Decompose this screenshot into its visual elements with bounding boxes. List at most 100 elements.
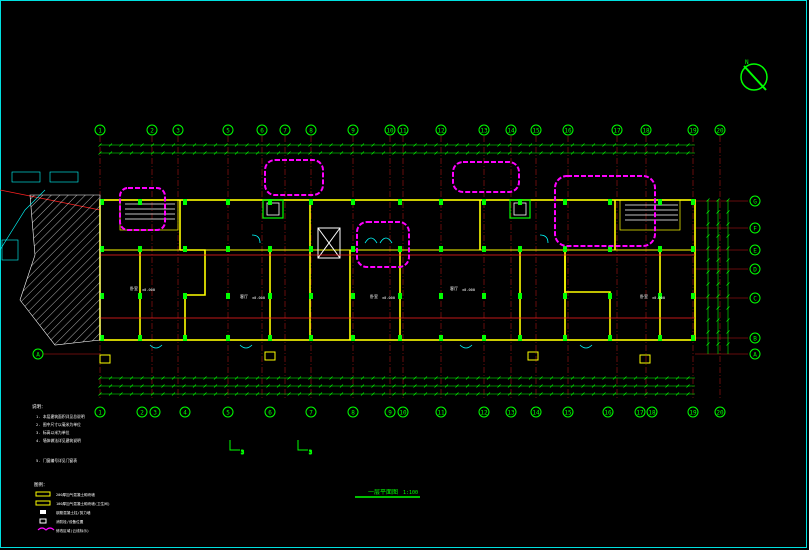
dimension-lines [98, 143, 730, 396]
axis-bubble-label: 3 [176, 128, 180, 135]
structural-columns [100, 199, 695, 341]
axis-bubble-label: 10 [399, 410, 407, 417]
axis-bubble-label: 18 [642, 128, 650, 135]
axis-bubble-label: 12 [480, 410, 488, 417]
axis-bubble-label: F [753, 226, 757, 233]
axis-bubble-label: 5 [226, 410, 230, 417]
axis-bubble-label: 14 [507, 128, 515, 135]
room-name: 卧室 [370, 293, 378, 299]
legend-label: 100厚加气混凝土砌块墙(卫生间) [56, 501, 110, 506]
axis-bubble-label: A [753, 352, 757, 359]
axis-bubble-label: 15 [532, 128, 540, 135]
legend-label: 200厚加气混凝土砌块墙 [56, 492, 95, 497]
room-elevation: ±0.000 [382, 296, 395, 300]
axis-bubble-label: 6 [260, 128, 264, 135]
axis-bubble-label: 18 [648, 410, 656, 417]
legend-swatch [40, 510, 46, 514]
elevator-left [262, 199, 284, 219]
north-arrow-icon: N [740, 59, 768, 91]
room-name: 客厅 [450, 285, 458, 291]
axis-bubble-label: 1 [98, 410, 102, 417]
axis-bubble-label: 11 [399, 128, 407, 135]
axis-bubble-label: 9 [351, 128, 355, 135]
axis-bubble-label: 19 [689, 128, 697, 135]
axis-bubble-label: 14 [532, 410, 540, 417]
axis-bubble-label: 5 [226, 128, 230, 135]
axis-bubble-label: 1 [98, 128, 102, 135]
grid-axis-right: G F E D C B A A [32, 195, 761, 360]
axis-bubble-label: 9 [388, 410, 392, 417]
legend-heading: 图例： [34, 481, 48, 488]
axis-bubble-label: C [753, 296, 757, 303]
room-elevation: ±0.000 [252, 296, 265, 300]
drawing-title: 一层平面图 [368, 489, 398, 496]
general-notes: 说明： 1. 本层建筑面积详见总说明 2. 图中尺寸以毫米为单位 3. 标高以米… [32, 403, 85, 463]
axis-bubble-label: 2 [150, 128, 154, 135]
axis-bubble-label: 2 [140, 410, 144, 417]
balcony-markers [99, 351, 651, 364]
legend: 图例： 200厚加气混凝土砌块墙 100厚加气混凝土砌块墙(卫生间) 钢筋混凝土… [34, 481, 110, 533]
drawing-title-block: 一层平面图 1:100 [355, 489, 420, 498]
axis-bubble-label: 7 [283, 128, 287, 135]
shaft-center [317, 227, 341, 259]
axis-bubble-label: 8 [351, 410, 355, 417]
axis-bubble-label: 3 [153, 410, 157, 417]
revision-clouds [119, 159, 656, 268]
axis-bubble-label: 4 [183, 410, 187, 417]
axis-bubble-label: 16 [604, 410, 612, 417]
axis-bubble-label: A [36, 352, 40, 359]
axis-bubble-label: 17 [636, 410, 644, 417]
axis-bubble-label: 8 [309, 128, 313, 135]
axis-bubble-label: 15 [564, 410, 572, 417]
legend-swatch [35, 500, 51, 506]
axis-bubble-label: 16 [564, 128, 572, 135]
axis-bubble-label: B [753, 336, 757, 343]
legend-swatch [39, 518, 47, 524]
axis-bubble-label: 20 [716, 410, 724, 417]
red-lines [0, 189, 695, 319]
svg-text:N: N [745, 59, 749, 66]
room-elevation: ±0.000 [462, 288, 475, 292]
room-elevation: ±0.000 [652, 296, 665, 300]
section-mark-label: 3 [309, 450, 312, 456]
room-name: 卧室 [640, 293, 648, 299]
notes-heading: 说明： [32, 403, 46, 410]
stair-core-right [619, 199, 681, 231]
section-mark-label: 3 [241, 450, 244, 456]
room-labels: 卧室 ±0.000 客厅 ±0.000 卧室 ±0.000 客厅 ±0.000 卧室 ±0.000 [130, 285, 665, 300]
note-line: 1. 本层建筑面积详见总说明 [36, 414, 85, 419]
axis-bubble-label: 12 [437, 128, 445, 135]
retaining-wall-hatch [0, 171, 101, 346]
note-line: 4. 墙体做法详见建筑说明 [36, 438, 81, 443]
note-line: 2. 图中尺寸以毫米为单位 [36, 422, 81, 427]
legend-label: 消防栓/设备位置 [56, 519, 84, 524]
axis-bubble-label: D [753, 267, 757, 274]
note-line: 3. 标高以米为单位 [36, 430, 70, 435]
room-name: 客厅 [240, 293, 248, 299]
axis-bubble-label: 20 [716, 128, 724, 135]
legend-swatch [35, 491, 51, 497]
axis-bubble-label: 6 [268, 410, 272, 417]
door-symbols [149, 234, 593, 349]
axis-bubble-label: G [753, 199, 757, 206]
drawing-scale: 1:100 [403, 490, 418, 496]
axis-bubble-label: 13 [480, 128, 488, 135]
axis-bubble-label: 19 [689, 410, 697, 417]
legend-swatch [37, 527, 55, 531]
room-elevation: ±0.000 [142, 288, 155, 292]
section-marks: 3 3 [229, 440, 313, 457]
axis-bubble-label: 17 [613, 128, 621, 135]
stair-core-left [119, 199, 179, 231]
axis-bubble-label: 10 [386, 128, 394, 135]
legend-label: 修改区域(云线标示) [56, 528, 89, 533]
room-name: 卧室 [130, 285, 138, 291]
legend-label: 钢筋混凝土柱/剪力墙 [56, 510, 91, 515]
axis-bubble-label: 13 [507, 410, 515, 417]
axis-bubble-label: E [753, 248, 757, 255]
axis-bubble-label: 7 [309, 410, 313, 417]
note-line: 5. 门窗编号详见门窗表 [36, 458, 77, 463]
